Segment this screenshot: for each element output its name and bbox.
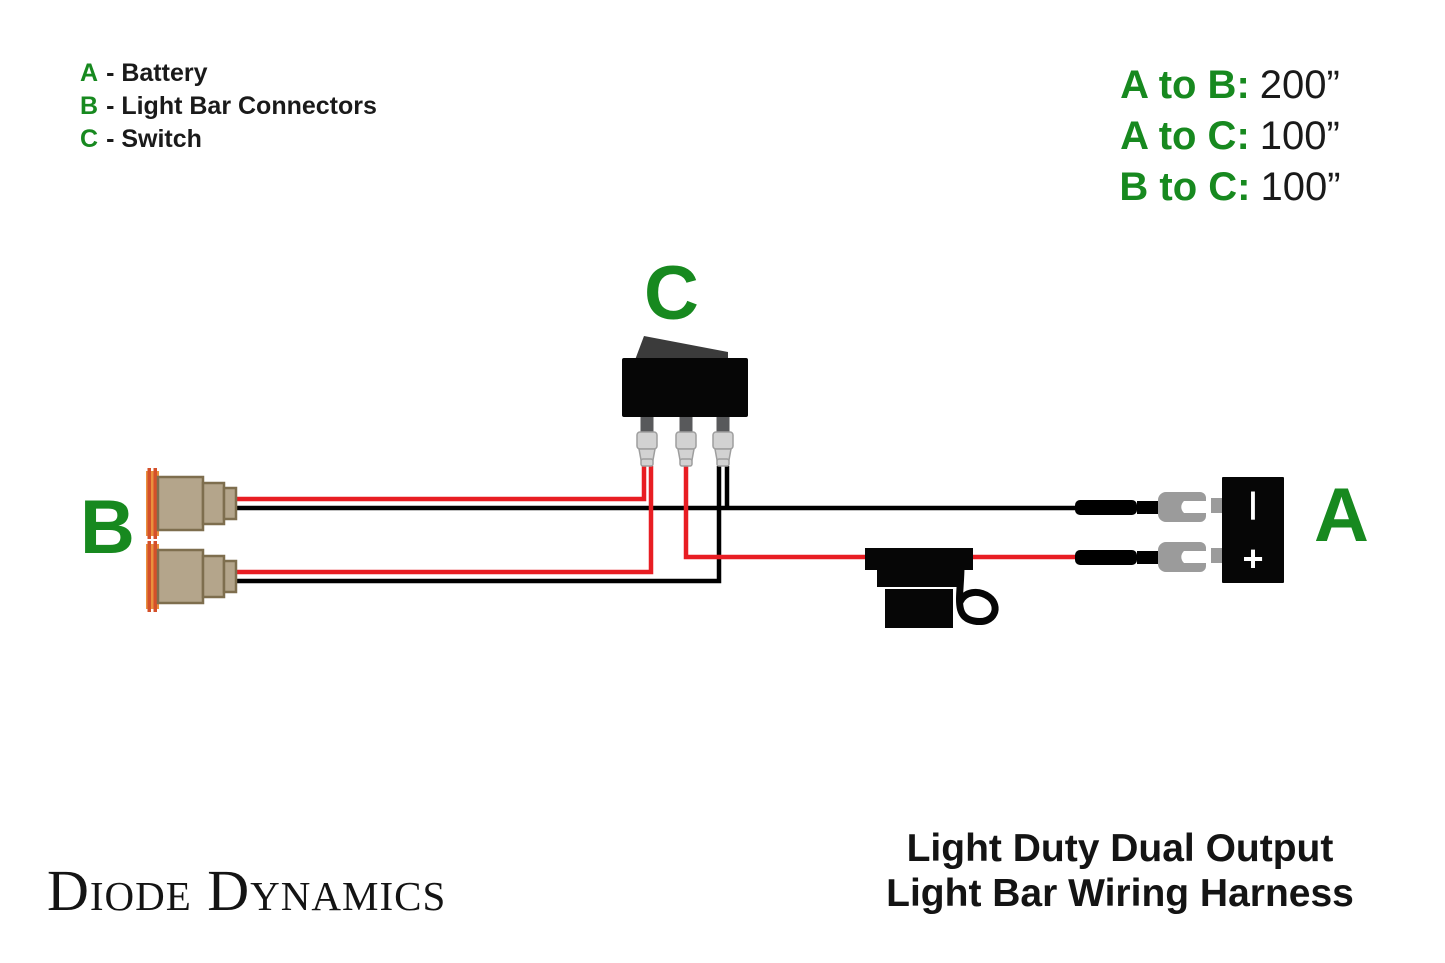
spade-tip bbox=[640, 458, 654, 467]
switch-rocker bbox=[635, 336, 728, 360]
distance-b-to-c: B to C:100” bbox=[1085, 162, 1375, 213]
negative-wire-sleeve bbox=[1075, 500, 1137, 515]
battery-body bbox=[1222, 477, 1284, 583]
spade-connector-left bbox=[636, 431, 658, 467]
wire-switch-right-to-lower-connector bbox=[234, 466, 722, 584]
legend-item-light-bar-connectors: B- Light Bar Connectors bbox=[80, 90, 377, 123]
switch-terminal-stub bbox=[716, 417, 730, 434]
spade-tip bbox=[679, 458, 693, 467]
spade-tip bbox=[716, 458, 730, 467]
label-light-bar-connectors: B bbox=[80, 485, 135, 570]
label-battery: A bbox=[1314, 473, 1369, 558]
positive-fork-terminal bbox=[1158, 542, 1206, 572]
legend-text-switch: - Switch bbox=[106, 125, 202, 153]
distance-a-to-c-label: A to C: bbox=[1120, 114, 1250, 158]
connector-nose bbox=[222, 486, 238, 521]
wire-length-table: A to B:200” A to C:100” B to C:100” bbox=[1085, 60, 1375, 213]
light-bar-connector-upper bbox=[146, 468, 238, 539]
fuse-holder-mid bbox=[877, 568, 958, 587]
spade-connector-right bbox=[712, 431, 734, 467]
spade-connector-middle bbox=[675, 431, 697, 467]
switch-terminal-stub bbox=[640, 417, 654, 434]
battery bbox=[1211, 477, 1284, 583]
positive-lead-termination bbox=[1075, 542, 1206, 572]
positive-wire-crimp bbox=[1137, 551, 1161, 564]
spade-top bbox=[675, 431, 697, 450]
product-title-line1: Light Duty Dual Output bbox=[906, 827, 1334, 870]
wire-switch-to-positive bbox=[683, 466, 1140, 560]
distance-a-to-c-value: 100” bbox=[1259, 114, 1340, 158]
product-title: Light Duty Dual Output Light Bar Wiring … bbox=[810, 826, 1430, 916]
legend-item-switch: C- Switch bbox=[80, 123, 377, 156]
connector-seal-line bbox=[153, 468, 157, 539]
legend-letter-b: B bbox=[80, 92, 99, 120]
connector-body bbox=[156, 475, 205, 532]
connector-step bbox=[201, 481, 226, 526]
fuse-holder-top bbox=[865, 548, 973, 570]
distance-b-to-c-value: 100” bbox=[1260, 165, 1341, 209]
component-legend: A- Battery B- Light Bar Connectors C- Sw… bbox=[80, 57, 377, 156]
negative-wire-crimp bbox=[1137, 501, 1161, 514]
negative-fork-terminal bbox=[1158, 492, 1206, 522]
connector-body bbox=[156, 548, 205, 605]
label-switch: C bbox=[644, 251, 699, 336]
distance-b-to-c-label: B to C: bbox=[1119, 165, 1251, 209]
fuse-holder-cap bbox=[885, 589, 953, 628]
brand-logo: Diode Dynamics bbox=[47, 858, 447, 923]
wire-upper-connector-to-switch bbox=[234, 466, 647, 502]
distance-a-to-b-value: 200” bbox=[1259, 63, 1340, 107]
distance-a-to-b-label: A to B: bbox=[1120, 63, 1250, 107]
rocker-switch bbox=[622, 336, 748, 467]
connector-seal-line bbox=[153, 541, 157, 612]
connector-nose bbox=[222, 559, 238, 594]
legend-letter-c: C bbox=[80, 125, 99, 153]
battery-negative-post bbox=[1211, 498, 1224, 513]
connector-seal-line bbox=[147, 541, 151, 612]
legend-text-light-bar-connectors: - Light Bar Connectors bbox=[106, 92, 377, 120]
legend-letter-a: A bbox=[80, 59, 99, 87]
positive-wire-sleeve bbox=[1075, 550, 1137, 565]
spade-top bbox=[712, 431, 734, 450]
battery-negative-symbol: | bbox=[1248, 487, 1258, 520]
connector-step bbox=[201, 554, 226, 599]
product-title-line2: Light Bar Wiring Harness bbox=[886, 872, 1354, 915]
switch-terminal-stub bbox=[679, 417, 693, 434]
distance-a-to-b: A to B:200” bbox=[1085, 60, 1375, 111]
legend-item-battery: A- Battery bbox=[80, 57, 377, 90]
wire-lower-connector-to-switch bbox=[234, 466, 654, 575]
fuse-holder bbox=[865, 548, 999, 628]
connector-seal-line bbox=[147, 468, 151, 539]
spade-top bbox=[636, 431, 658, 450]
battery-positive-symbol: + bbox=[1242, 538, 1264, 579]
light-bar-connector-lower bbox=[146, 541, 238, 612]
negative-lead-termination bbox=[1075, 492, 1206, 522]
switch-body bbox=[622, 358, 748, 417]
battery-positive-post bbox=[1211, 548, 1224, 563]
distance-a-to-c: A to C:100” bbox=[1085, 111, 1375, 162]
fuse-holder-tether-loop bbox=[956, 562, 999, 625]
legend-text-battery: - Battery bbox=[106, 59, 208, 87]
